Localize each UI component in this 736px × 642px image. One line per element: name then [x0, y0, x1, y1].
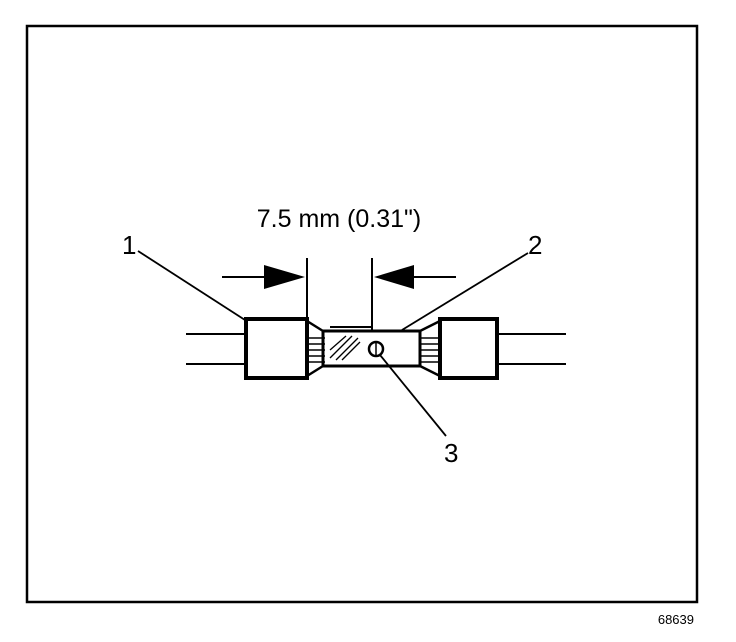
callout-2: 2: [528, 230, 542, 260]
figure-frame: [25, 24, 699, 604]
splice-sleeve: [321, 329, 422, 368]
left-wire: [186, 333, 246, 365]
callout-1: 1: [122, 230, 136, 260]
dimension-arrow-left-head: [264, 265, 305, 289]
callout-3: 3: [444, 438, 458, 468]
leader-line-3: [379, 354, 447, 437]
leader-line-2: [401, 252, 529, 331]
leader-line-1: [137, 250, 246, 321]
left-shrink-taper: [306, 319, 324, 378]
crimp-point: [367, 340, 385, 358]
dimension-label: 7.5 mm (0.31"): [257, 205, 421, 233]
figure-number: 68639: [658, 612, 694, 627]
right-insulation: [438, 317, 499, 380]
right-wire: [497, 333, 566, 365]
left-insulation: [244, 317, 309, 380]
dimension-arrow-right-head: [374, 265, 414, 289]
right-strands: [420, 337, 438, 363]
sleeve-hatching: [329, 335, 361, 361]
right-shrink-taper: [419, 319, 441, 378]
